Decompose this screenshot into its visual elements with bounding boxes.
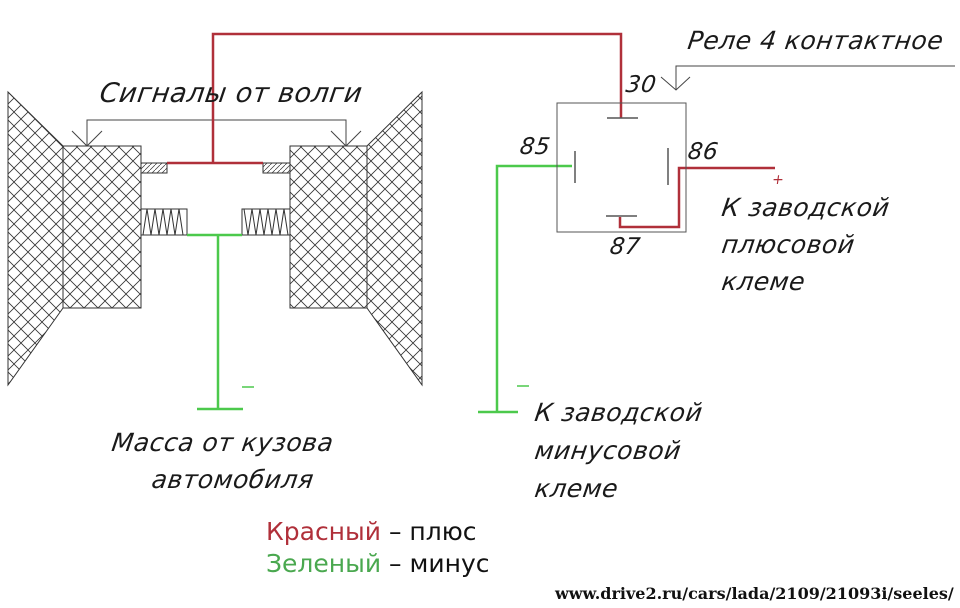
plus-wire	[167, 32, 775, 229]
horns-title: Сигналы от волги	[97, 78, 365, 109]
horn-ground-wire	[187, 233, 254, 411]
horn-callout	[71, 119, 362, 147]
pin-30-label: 30	[624, 72, 659, 98]
left-contact-tab	[140, 162, 168, 174]
left-spring	[140, 208, 188, 236]
pin-85-label: 85	[518, 134, 553, 160]
right-spring	[241, 208, 291, 236]
relay	[556, 102, 687, 233]
ground-label-line1: Масса от кузова	[109, 428, 336, 457]
relay-callout	[660, 65, 955, 91]
right-contact-tab	[262, 162, 291, 174]
plus-terminal-line1: К заводской	[719, 193, 892, 222]
relay-title: Реле 4 контактное	[685, 26, 946, 55]
watermark-url: www.drive2.ru/cars/lada/2109/21093i/seel…	[555, 584, 954, 603]
left-horn	[7, 90, 142, 387]
right-horn	[289, 90, 423, 387]
pin-87-label: 87	[608, 234, 643, 260]
relay-ground-wire	[478, 164, 572, 414]
legend-red-meaning: – плюс	[381, 517, 477, 546]
minus-terminal-line1: К заводской	[532, 398, 705, 427]
legend-red-word: Красный	[266, 517, 382, 546]
legend-minus: Зеленый – минус	[266, 548, 490, 580]
legend-green-meaning: – минус	[381, 549, 490, 578]
minus-terminal-line3: клеме	[532, 474, 621, 503]
legend-green-word: Зеленый	[266, 549, 382, 578]
legend-plus: Красный – плюс	[266, 516, 490, 548]
legend: Красный – плюс Зеленый – минус	[266, 516, 490, 580]
minus-terminal-line2: минусовой	[532, 436, 684, 465]
plus-sign: +	[770, 172, 786, 188]
ground-label-line2: автомобиля	[149, 465, 316, 494]
pin-86-label: 86	[686, 139, 721, 165]
plus-terminal-line2: плюсовой	[719, 230, 857, 259]
plus-terminal-line3: клеме	[719, 267, 808, 296]
